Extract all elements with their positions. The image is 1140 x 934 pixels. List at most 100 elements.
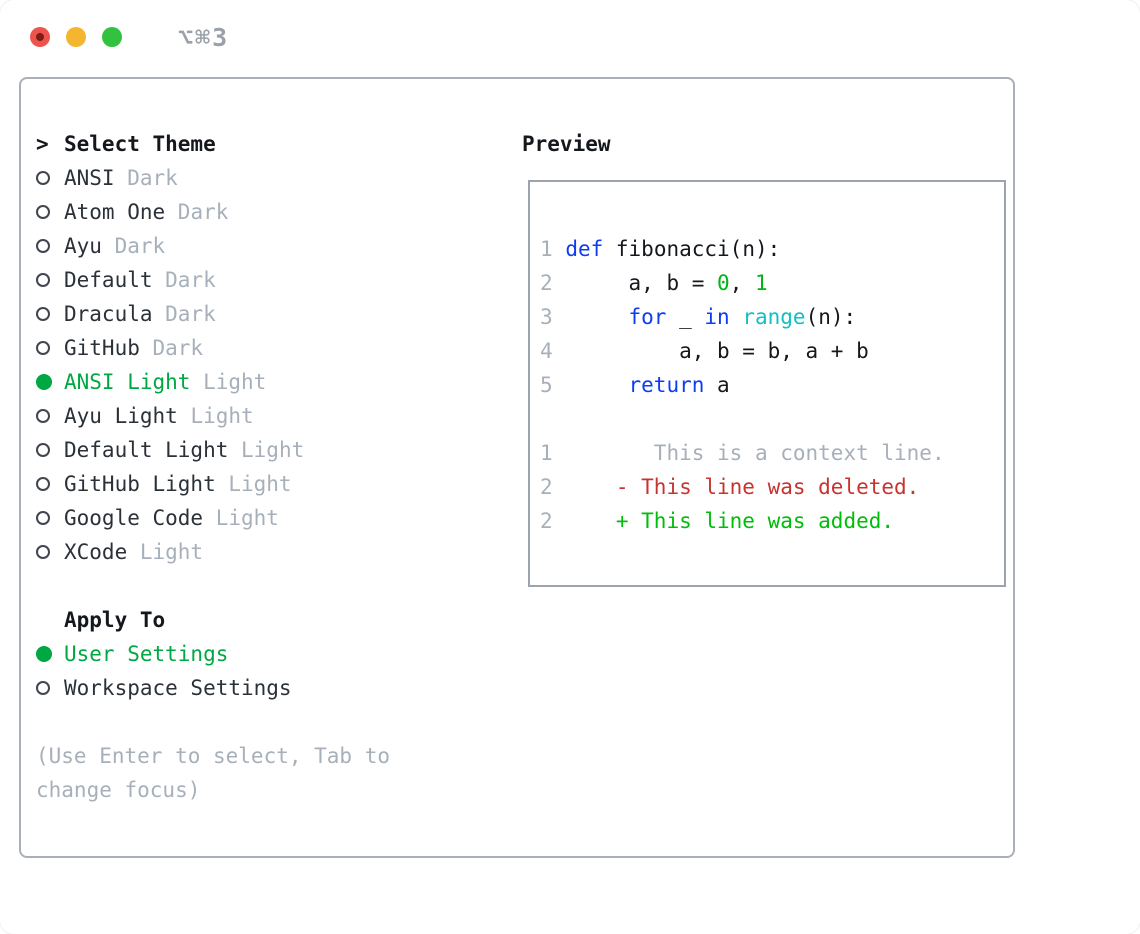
zoom-button[interactable] <box>102 27 122 47</box>
code-segment-kw: def <box>565 237 604 261</box>
apply-to-header: Apply To <box>36 603 506 637</box>
help-line-1: (Use Enter to select, Tab to <box>36 744 391 768</box>
close-dot-icon <box>36 33 44 41</box>
code-segment-txt <box>553 237 566 261</box>
theme-name: Ayu <box>64 234 102 258</box>
code-segment-num: 1 <box>540 237 553 261</box>
theme-variant: Light <box>215 472 292 496</box>
apply-option-user-settings[interactable]: User Settings <box>36 637 506 671</box>
focus-caret-icon: > <box>36 132 49 156</box>
theme-item-ayu-light[interactable]: Ayu Light Light <box>36 399 506 433</box>
code-segment-num: 3 <box>540 305 553 329</box>
code-segment-txt: _ <box>666 305 705 329</box>
theme-name: ANSI <box>64 166 115 190</box>
radio-marker <box>36 443 64 457</box>
radio-marker <box>36 205 64 219</box>
theme-name: GitHub <box>64 336 140 360</box>
theme-item-ansi[interactable]: ANSI Dark <box>36 161 506 195</box>
radio-unselected-icon <box>36 341 50 355</box>
theme-item-atom-one[interactable]: Atom One Dark <box>36 195 506 229</box>
radio-marker <box>36 409 64 423</box>
radio-marker <box>36 341 64 355</box>
code-segment-fn: range <box>742 305 806 329</box>
radio-marker <box>36 374 64 390</box>
theme-variant: Dark <box>139 336 204 360</box>
apply-option-workspace-settings[interactable]: Workspace Settings <box>36 671 506 705</box>
code-line-10: 2 + This line was added. <box>540 504 994 538</box>
code-line-9: 2 - This line was deleted. <box>540 470 994 504</box>
code-line-4: 3 for _ in range(n): <box>540 300 994 334</box>
radio-marker <box>36 477 64 491</box>
theme-name: Default Light <box>64 438 229 462</box>
apply-option-label: Workspace Settings <box>64 676 292 700</box>
theme-variant: Dark <box>114 166 178 190</box>
radio-unselected-icon <box>36 545 50 559</box>
code-segment-txt: a, b = b, a + b <box>552 339 869 363</box>
theme-item-dracula[interactable]: Dracula Dark <box>36 297 506 331</box>
theme-name: Atom One <box>64 200 166 224</box>
radio-unselected-icon <box>36 307 50 321</box>
preview-panel: Preview 1 def fibonacci(n):2 a, b = 0, 1… <box>506 127 1013 856</box>
code-segment-txt: a <box>704 373 730 397</box>
theme-variant: Dark <box>165 200 229 224</box>
code-segment-txt: a, b = <box>552 271 718 295</box>
theme-item-default[interactable]: Default Dark <box>36 263 506 297</box>
radio-marker <box>36 171 64 185</box>
radio-marker <box>36 511 64 525</box>
theme-variant: Dark <box>152 302 216 326</box>
code-segment-kw: return <box>628 373 705 397</box>
code-segment-num: 4 <box>540 339 553 363</box>
theme-variant: Dark <box>152 268 216 292</box>
code-segment-lit: 1 <box>754 271 768 295</box>
theme-name: Ayu Light <box>64 404 178 428</box>
radio-selected-icon <box>36 646 52 662</box>
select-theme-header: > Select Theme <box>36 127 506 161</box>
radio-marker <box>36 545 64 559</box>
code-segment-num: 2 <box>540 271 553 295</box>
theme-item-github-light[interactable]: GitHub Light Light <box>36 467 506 501</box>
code-segment-txt: fibonacci(n): <box>603 237 781 261</box>
radio-selected-icon <box>36 374 52 390</box>
code-line-8: 1 This is a context line. <box>540 436 994 470</box>
theme-item-ayu[interactable]: Ayu Dark <box>36 229 506 263</box>
theme-item-ansi-light[interactable]: ANSI Light Light <box>36 365 506 399</box>
apply-option-label: User Settings <box>64 642 229 666</box>
radio-marker <box>36 239 64 253</box>
apply-to-title: Apply To <box>64 608 166 632</box>
radio-marker <box>36 681 64 695</box>
code-line-5: 4 a, b = b, a + b <box>540 334 994 368</box>
code-line-7 <box>540 402 994 436</box>
code-segment-del: - This line was deleted. <box>615 475 920 499</box>
radio-marker <box>36 273 64 287</box>
close-button[interactable] <box>30 27 50 47</box>
theme-item-github[interactable]: GitHub Dark <box>36 331 506 365</box>
radio-unselected-icon <box>36 511 50 525</box>
code-segment-kw: for <box>628 305 667 329</box>
code-segment-num: 2 <box>540 475 553 499</box>
radio-unselected-icon <box>36 205 50 219</box>
radio-marker <box>36 307 64 321</box>
radio-unselected-icon <box>36 239 50 253</box>
code-segment-txt <box>730 305 743 329</box>
code-segment-num: 2 <box>540 509 553 533</box>
minimize-button[interactable] <box>66 27 86 47</box>
radio-unselected-icon <box>36 273 50 287</box>
code-segment-txt <box>553 305 629 329</box>
titlebar: ⌥⌘3 <box>0 0 1140 52</box>
code-segment-lit: 0 <box>717 271 730 295</box>
code-segment-txt <box>553 373 629 397</box>
radio-unselected-icon <box>36 409 50 423</box>
theme-variant: Light <box>228 438 305 462</box>
code-line-2: 1 def fibonacci(n): <box>540 232 994 266</box>
theme-name: Google Code <box>64 506 204 530</box>
theme-item-google-code[interactable]: Google Code Light <box>36 501 506 535</box>
radio-unselected-icon <box>36 443 50 457</box>
theme-item-xcode[interactable]: XCode Light <box>36 535 506 569</box>
theme-item-default-light[interactable]: Default Light Light <box>36 433 506 467</box>
